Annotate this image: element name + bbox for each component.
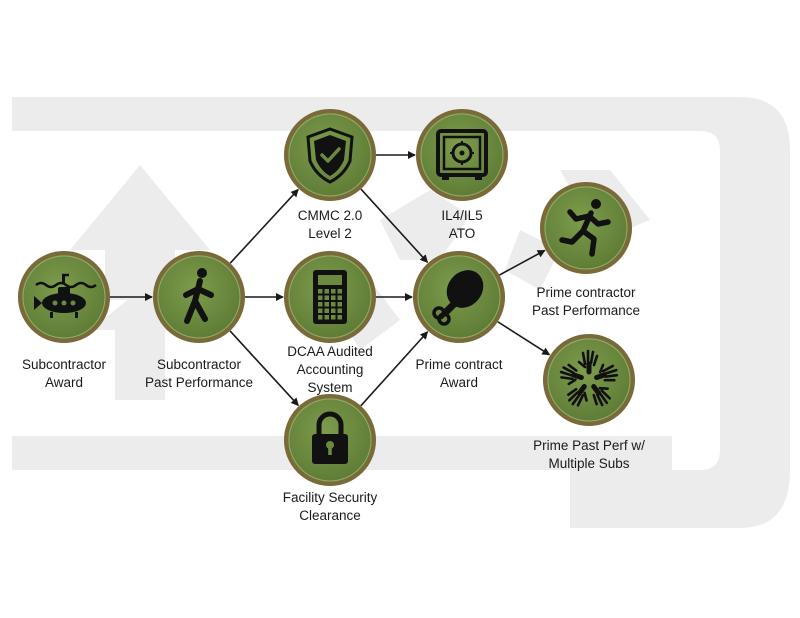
arrow-subcontractor-past-performance-to-cmmc-level-2 bbox=[229, 188, 299, 264]
label-cmmc-level-2: CMMC 2.0 Level 2 bbox=[297, 208, 363, 241]
connector-arrows bbox=[110, 151, 551, 407]
diagram-nodes bbox=[18, 109, 635, 486]
shield-check-icon bbox=[306, 127, 354, 184]
label-il4-il5-ato: IL4/IL5 ATO bbox=[441, 208, 483, 241]
padlock-icon bbox=[312, 411, 348, 464]
node-cmmc-level-2 bbox=[284, 109, 376, 201]
running-person-icon bbox=[559, 199, 611, 257]
label-facility-security-clearance: Facility Security Clearance bbox=[282, 490, 378, 523]
node-subcontractor-award bbox=[18, 251, 110, 343]
submarine-icon bbox=[34, 273, 97, 318]
arrow-subcontractor-past-performance-to-facility-security-clearance bbox=[229, 330, 299, 407]
drumstick-icon bbox=[432, 270, 484, 326]
safe-icon bbox=[436, 129, 488, 180]
label-prime-contractor-past-performance: Prime contractor Past Performance bbox=[531, 285, 641, 318]
label-subcontractor-award: Subcontractor Award bbox=[21, 357, 107, 390]
calculator-icon bbox=[313, 270, 347, 324]
label-prime-contract-award: Prime contract Award bbox=[415, 357, 503, 390]
node-prime-past-perf-multiple-subs bbox=[543, 334, 635, 426]
arrow-prime-contract-award-to-prime-contractor-past-performance bbox=[499, 249, 546, 276]
node-prime-contractor-past-performance bbox=[540, 182, 632, 274]
arrow-cmmc-level-2-to-prime-contract-award bbox=[360, 188, 429, 263]
node-il4-il5-ato bbox=[416, 109, 508, 201]
node-dcaa-accounting bbox=[284, 251, 376, 343]
arrow-facility-security-clearance-to-prime-contract-award bbox=[360, 331, 429, 407]
node-facility-security-clearance bbox=[284, 394, 376, 486]
hands-circle-icon bbox=[559, 349, 619, 407]
label-dcaa-accounting: DCAA Audited Accounting System bbox=[287, 344, 373, 395]
walking-person-icon bbox=[183, 268, 214, 324]
node-prime-contract-award bbox=[413, 251, 505, 343]
node-subcontractor-past-performance bbox=[153, 251, 245, 343]
label-prime-past-perf-multiple-subs: Prime Past Perf w/ Multiple Subs bbox=[533, 438, 645, 471]
arrow-prime-contract-award-to-prime-past-perf-multiple-subs bbox=[497, 321, 551, 356]
label-subcontractor-past-performance: Subcontractor Past Performance bbox=[144, 357, 254, 390]
